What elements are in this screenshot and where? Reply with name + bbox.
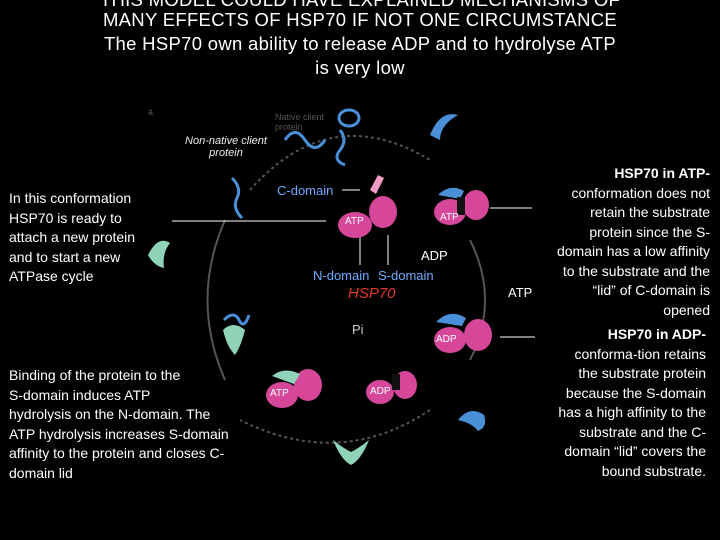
atp-tag-top-right: ATP — [440, 212, 459, 223]
native-protein-top — [337, 108, 361, 128]
hsp70-bottom-left — [266, 369, 322, 408]
binding-line: Binding of the protein to the — [9, 367, 181, 383]
ready-line: In this conformation — [9, 190, 132, 206]
title-line-3: is very low — [315, 57, 405, 78]
c-domain-label: C-domain — [277, 183, 334, 198]
atp-line: conformation does not — [571, 184, 710, 201]
adp-heading-text: HSP70 in ADP- — [607, 326, 706, 342]
hsp70-bottom-middle — [366, 371, 417, 404]
adp-conformation-description: HSP70 in ADP- conforma-tion retains the … — [506, 325, 706, 481]
binding-line: domain lid — [9, 464, 73, 481]
native-protein-label: Native client protein — [275, 112, 325, 132]
adp-tag-bottom: ADP — [370, 386, 391, 397]
atp-line: domain has a low affinity — [556, 243, 710, 259]
cycle-arrow-top — [249, 135, 431, 191]
binding-description: Binding of the protein to the S-domain i… — [9, 366, 229, 483]
ready-line: ATPase cycle — [9, 268, 94, 284]
title-line-1: MANY EFFECTS OF HSP70 IF NOT ONE CIRCUMS… — [102, 9, 618, 30]
adp-line: because the S-domain — [565, 384, 706, 401]
n-domain-label: N-domain — [313, 268, 370, 283]
adp-label: ADP — [421, 248, 448, 263]
binding-line: hydrolysis on the N-domain. The — [9, 406, 211, 422]
atp-line: retain the substrate — [590, 204, 710, 220]
adp-heading: HSP70 in ADP- — [506, 325, 706, 345]
folded-protein-top-right — [430, 114, 458, 140]
atp-heading: HSP70 in ATP- — [510, 164, 710, 184]
adp-line: bound substrate. — [601, 462, 706, 479]
client-protein-bind — [222, 313, 251, 326]
hsp70-center-top — [338, 175, 397, 238]
atp-tag-center: ATP — [345, 216, 364, 227]
hsp70-right-adp — [434, 313, 492, 353]
adp-line: conforma-tion retains — [574, 345, 706, 362]
atp-conformation-description: HSP70 in ATP- conformation does not reta… — [510, 164, 710, 320]
client-protein-released — [335, 129, 346, 167]
ready-line: attach a new protein — [9, 229, 136, 245]
atp-label: ATP — [508, 285, 533, 300]
ready-line: and to start a new — [9, 248, 121, 265]
client-protein-left — [230, 176, 244, 220]
cycle-arrow-left — [206, 219, 226, 381]
adp-tag-right: ADP — [436, 334, 457, 345]
green-protein-left — [148, 240, 170, 268]
adp-line: the substrate protein — [578, 365, 706, 381]
hsp70-top-right — [434, 187, 489, 225]
hsp70-label: HSP70 — [348, 285, 396, 302]
adp-line: has a high affinity to the — [558, 404, 706, 420]
binding-line: S-domain induces ATP — [9, 386, 151, 403]
binding-line: affinity to the protein and closes C- — [9, 445, 225, 461]
folded-protein-bottom-right — [458, 411, 486, 431]
atp-line: opened — [663, 301, 710, 318]
ready-description: In this conformation HSP70 is ready to a… — [9, 189, 135, 287]
non-native-protein-label: Non-native client protein — [185, 135, 267, 159]
atp-line: to the substrate and the — [562, 262, 710, 279]
atp-heading-text: HSP70 in ATP- — [614, 165, 710, 181]
green-protein-bottom — [333, 440, 369, 465]
ready-line: HSP70 is ready to — [9, 209, 122, 226]
atp-line: “lid” of C-domain is — [592, 282, 710, 298]
binding-line: ATP hydrolysis increases S-domain — [9, 425, 229, 442]
atp-line: protein since the S- — [589, 223, 710, 240]
cycle-arrow-bottom — [239, 409, 431, 444]
atp-tag-bottom-left: ATP — [270, 388, 289, 399]
title-line-0: THIS MODEL COULD HAVE EXPLAINED MECHANIS… — [0, 0, 720, 12]
adp-line: substrate and the C- — [579, 423, 706, 440]
title-line-2: The HSP70 own ability to release ADP and… — [103, 33, 617, 54]
panel-letter: a — [148, 107, 154, 117]
s-domain-label: S-domain — [378, 268, 434, 283]
pi-label: Pi — [352, 322, 364, 337]
client-protein-top — [283, 131, 327, 149]
green-protein-mid — [223, 325, 245, 355]
adp-line: domain “lid” covers the — [564, 443, 706, 459]
